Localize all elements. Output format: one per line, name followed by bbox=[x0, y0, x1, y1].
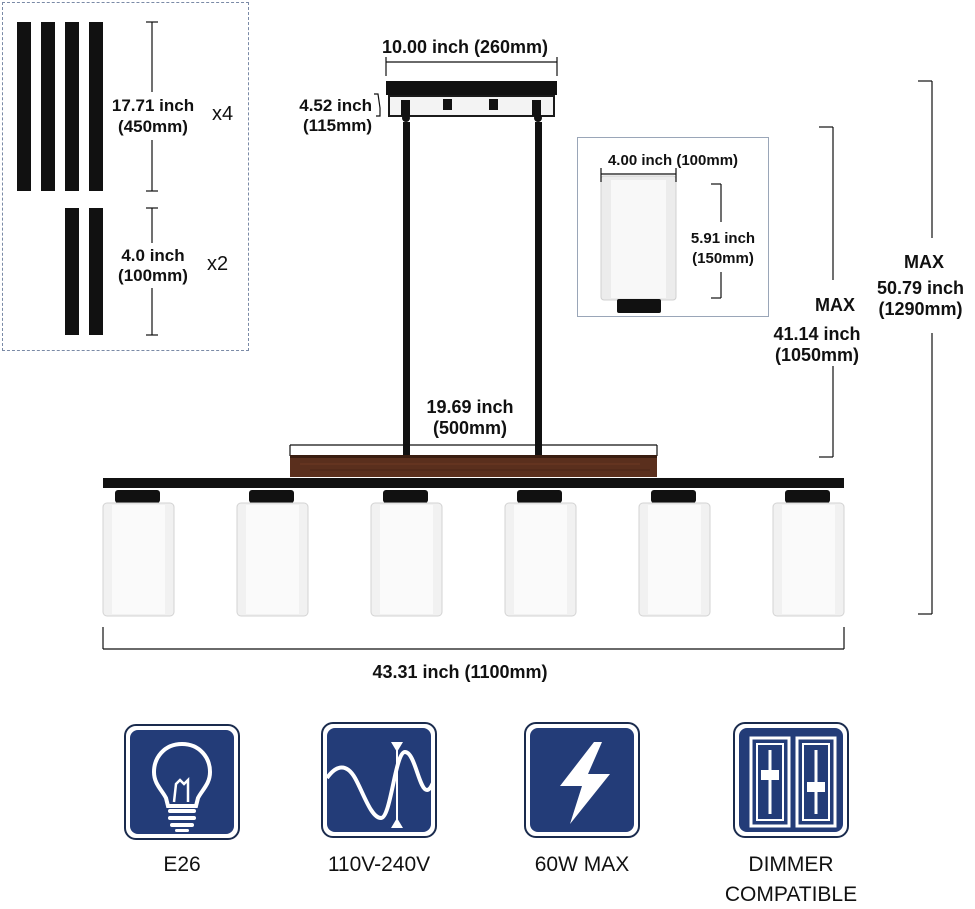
pendant-shade bbox=[236, 490, 309, 617]
long-rod-dimension bbox=[146, 21, 158, 192]
dimmer-switch-icon bbox=[749, 736, 837, 828]
max-long-dimension bbox=[918, 80, 933, 615]
pendant-shades bbox=[102, 490, 845, 617]
suspension-rods bbox=[403, 122, 542, 457]
max-long-inch: 50.79 inch bbox=[876, 278, 965, 298]
light-bulb-icon bbox=[151, 741, 213, 832]
short-rod bbox=[89, 208, 103, 335]
shade-height-inch: 5.91 inch bbox=[690, 230, 756, 247]
shade-height-mm: (150mm) bbox=[692, 250, 754, 267]
short-rods bbox=[65, 208, 103, 335]
short-rod bbox=[65, 208, 79, 335]
bulb-base-label: E26 bbox=[163, 853, 201, 876]
shade-detail bbox=[600, 175, 677, 313]
short-rod-dimension bbox=[146, 207, 158, 336]
short-rod-length-inch: 4.0 inch bbox=[121, 246, 185, 265]
max-short-mm: (1050mm) bbox=[774, 345, 860, 365]
sine-wave-icon bbox=[327, 742, 431, 828]
bulb-base-badge bbox=[124, 724, 240, 840]
max-short-inch: 41.14 inch bbox=[773, 324, 861, 344]
canopy-width-label: 10.00 inch (260mm) bbox=[381, 37, 549, 57]
canopy-width-dimension bbox=[385, 57, 558, 76]
long-rod bbox=[89, 22, 103, 191]
canopy bbox=[386, 81, 557, 122]
long-rod bbox=[65, 22, 79, 191]
voltage-badge bbox=[321, 722, 437, 838]
overall-length-dimension bbox=[102, 627, 845, 650]
rod-parts-panel bbox=[2, 2, 249, 351]
long-rods bbox=[17, 22, 103, 191]
dimmer-label-line1: DIMMER bbox=[748, 853, 834, 876]
canopy-height-mm: (115mm) bbox=[303, 116, 372, 135]
wood-beam-length-mm: (500mm) bbox=[432, 418, 508, 438]
pendant-shade bbox=[102, 490, 175, 617]
long-rod bbox=[41, 22, 55, 191]
wattage-label: 60W MAX bbox=[534, 853, 630, 876]
max-short-dimension bbox=[819, 126, 834, 458]
max-short-label: MAX bbox=[815, 295, 855, 315]
long-rod bbox=[17, 22, 31, 191]
shade-height-dimension bbox=[711, 183, 722, 299]
canopy-height-inch: 4.52 inch bbox=[299, 96, 372, 115]
pendant-shade bbox=[772, 490, 845, 617]
canopy-height-dimension bbox=[374, 93, 381, 117]
overall-length-label: 43.31 inch (1100mm) bbox=[372, 662, 548, 682]
shade-diameter-label: 4.00 inch (100mm) bbox=[607, 152, 739, 169]
voltage-label: 110V-240V bbox=[327, 853, 431, 876]
long-rod-length-mm: (450mm) bbox=[118, 117, 188, 136]
wood-beam bbox=[290, 455, 657, 477]
lightning-bolt-icon bbox=[560, 742, 610, 824]
short-rod-quantity: x2 bbox=[207, 253, 229, 275]
pendant-shade bbox=[504, 490, 577, 617]
shade-diameter-dimension bbox=[600, 168, 677, 182]
short-rod-length-mm: (100mm) bbox=[118, 266, 188, 285]
dimmer-label-line2: COMPATIBLE bbox=[724, 883, 858, 906]
long-rod-length-inch: 17.71 inch bbox=[111, 96, 195, 115]
wattage-badge bbox=[524, 722, 640, 838]
max-long-label: MAX bbox=[904, 252, 944, 272]
metal-bar bbox=[103, 478, 844, 488]
wood-beam-dimension bbox=[289, 444, 658, 456]
dimmer-badge bbox=[733, 722, 849, 838]
shade-detail-panel bbox=[577, 137, 769, 317]
pendant-shade bbox=[370, 490, 443, 617]
max-long-mm: (1290mm) bbox=[878, 299, 963, 319]
wood-beam-length-inch: 19.69 inch bbox=[426, 397, 514, 417]
pendant-shade bbox=[638, 490, 711, 617]
long-rod-quantity: x4 bbox=[212, 103, 234, 125]
